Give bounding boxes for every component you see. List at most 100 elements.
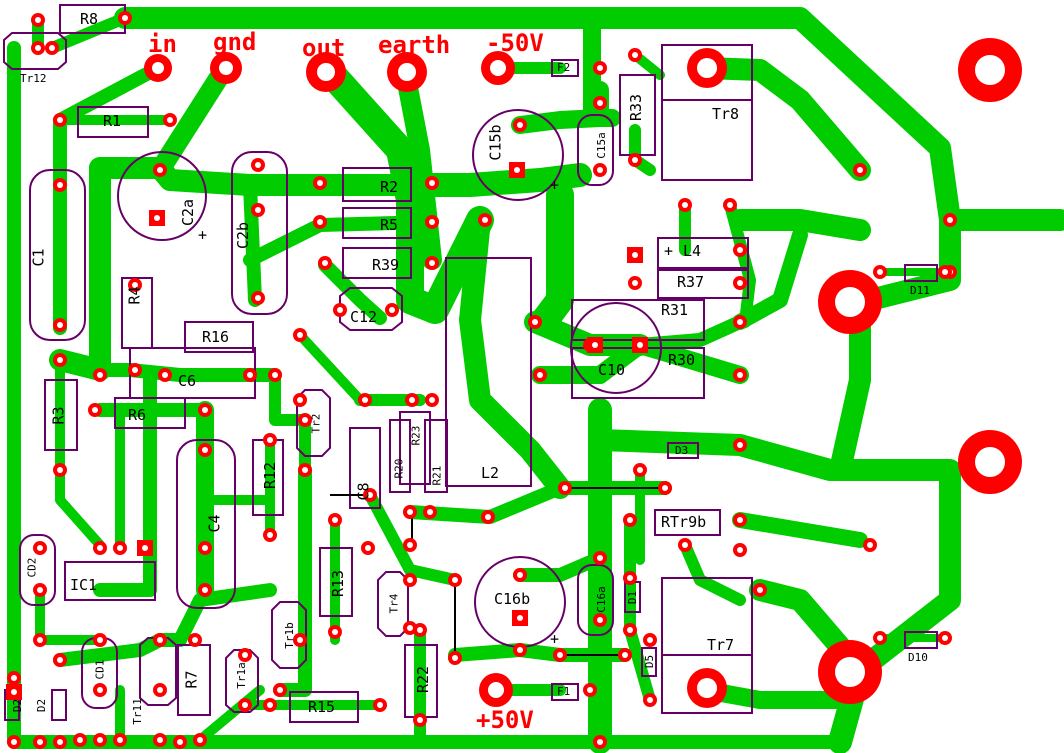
pad-drill [255, 162, 261, 168]
pad-drill [57, 182, 63, 188]
pad-drill [632, 252, 638, 258]
r3-outline [44, 379, 78, 451]
c1-outline [29, 169, 86, 341]
label-r30: R30 [668, 351, 696, 369]
pad-drill [267, 532, 273, 538]
label-plus-l4: + [664, 242, 674, 260]
pad-drill [157, 637, 163, 643]
pad-drill [407, 509, 413, 515]
label-c6: C6 [178, 372, 197, 390]
pad-drill [627, 575, 633, 581]
pad-drill [727, 202, 733, 208]
pad-drill [272, 372, 278, 378]
pad-drill [597, 167, 603, 173]
pad-drill [737, 372, 743, 378]
pad-drill [37, 545, 43, 551]
pad-drill [332, 629, 338, 635]
pad-drill [597, 65, 603, 71]
label-r22: R22 [414, 665, 433, 694]
pad-drill [337, 307, 343, 313]
pad-drill [517, 615, 523, 621]
pad-drill [49, 45, 55, 51]
pad-drill [737, 280, 743, 286]
label-c1: C1 [29, 248, 48, 267]
c16a-outline [577, 564, 614, 636]
pad-drill [255, 295, 261, 301]
tr2-outline [296, 389, 331, 457]
pad-drill [367, 492, 373, 498]
d11-outline [904, 264, 938, 282]
label-r15: R15 [308, 698, 336, 716]
f2-outline [551, 59, 579, 77]
pad-drill [557, 652, 563, 658]
label-cd1: CD1 [93, 659, 107, 680]
tr1a-outline [225, 649, 259, 713]
pad-drill [202, 587, 208, 593]
pad-drill [632, 52, 638, 58]
pad-drill [407, 625, 413, 631]
net-label-plus50: +50V [476, 706, 534, 734]
pad-drill [429, 260, 435, 266]
label-d1: D1 [626, 590, 640, 605]
net-label-minus50: -50V [486, 29, 544, 57]
pad-drill [277, 687, 283, 693]
pad-drill [737, 442, 743, 448]
pad-drill [867, 542, 873, 548]
label-r4: R4 [125, 286, 144, 305]
pad-drill [682, 202, 688, 208]
label-tr7: Tr7 [707, 636, 735, 654]
pad-drill [157, 687, 163, 693]
pad-drill [597, 617, 603, 623]
pad-drill [597, 555, 603, 561]
d3-outline [667, 442, 699, 459]
pad-drill [154, 215, 160, 221]
pad-drill [429, 219, 435, 225]
net-label-earth: earth [378, 31, 451, 59]
pad-drill [57, 357, 63, 363]
pad-drill [77, 737, 83, 743]
label-r1: R1 [103, 112, 122, 130]
label-c16a: C16a [594, 586, 608, 613]
pad-drill [407, 577, 413, 583]
pad-drill [57, 739, 63, 745]
pad-drill [877, 269, 883, 275]
pad-drill [482, 217, 488, 223]
jumper-wires [330, 487, 665, 658]
component-pads [6, 11, 957, 749]
pad-drill [417, 717, 423, 723]
label-d2a: D2 [11, 698, 25, 713]
pad-drill [37, 587, 43, 593]
tr8-outline [661, 44, 753, 181]
label-r16: R16 [202, 328, 230, 346]
label-l4: L4 [683, 242, 702, 260]
r16-outline [184, 321, 254, 353]
label-r5: R5 [380, 216, 399, 234]
pad-drill [597, 100, 603, 106]
label-r8: R8 [80, 10, 99, 28]
pad-drill [97, 545, 103, 551]
large-pads [144, 38, 1022, 708]
l2-outline [445, 257, 532, 487]
label-c10: C10 [598, 361, 626, 379]
r23-outline [399, 411, 431, 485]
label-r13: R13 [329, 569, 348, 598]
pad-drill [297, 397, 303, 403]
pad-drill [389, 307, 395, 313]
pad-drill [11, 675, 17, 681]
pad-drill [92, 407, 98, 413]
pad-drill [35, 45, 41, 51]
label-ic1: IC1 [70, 576, 98, 594]
pad-drill [202, 545, 208, 551]
pad-drill [517, 647, 523, 653]
label-r7: R7 [182, 670, 201, 689]
pad-drill [11, 739, 17, 745]
label-f1: F1 [557, 685, 571, 698]
pad-drill [517, 122, 523, 128]
label-tr2: Tr2 [309, 413, 323, 434]
pad-drill [192, 637, 198, 643]
c4-outline [176, 439, 236, 609]
pad-drill [627, 627, 633, 633]
pad-drill [737, 247, 743, 253]
label-d10: D10 [908, 651, 928, 664]
